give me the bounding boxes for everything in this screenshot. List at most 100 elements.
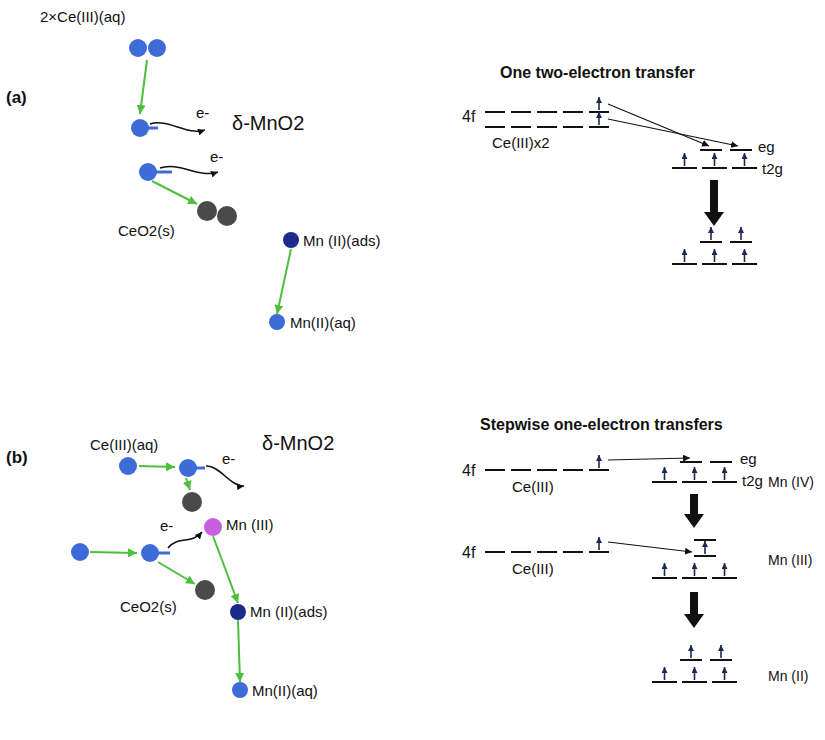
energy-level xyxy=(730,149,752,151)
pathway-arrow xyxy=(152,181,197,204)
ion-marker xyxy=(230,604,246,620)
annotation-label: (b) xyxy=(6,448,28,468)
energy-level xyxy=(511,551,531,553)
species-label: CeO2(s) xyxy=(120,598,177,615)
pathway-arrow xyxy=(213,536,238,603)
energy-level xyxy=(511,126,531,128)
ion-marker xyxy=(217,206,237,226)
energy-level xyxy=(700,149,722,151)
electron-spin xyxy=(724,667,726,680)
ion-marker xyxy=(139,163,157,181)
electron-spin xyxy=(724,467,726,480)
electron-spin xyxy=(724,563,726,576)
annotation-label: 4f xyxy=(462,462,475,480)
ion-marker xyxy=(204,518,222,536)
electron-transfer-arrow xyxy=(160,166,218,173)
energy-level xyxy=(589,551,609,553)
annotation-label: Mn (III) xyxy=(768,552,812,568)
energy-level xyxy=(702,167,727,169)
electron-transfer-arrow xyxy=(168,532,202,548)
energy-level xyxy=(732,167,757,169)
electron-spin xyxy=(598,537,600,550)
energy-level xyxy=(712,577,737,579)
ion-marker xyxy=(148,39,166,57)
energy-level xyxy=(694,555,716,557)
electron-spin xyxy=(664,563,666,576)
energy-level xyxy=(700,241,722,243)
species-marker: 2×Ce(III)(aq) xyxy=(40,8,166,57)
species-label: CeO2(s) xyxy=(118,222,175,239)
mineral-particle: δ-MnO2 xyxy=(152,4,388,242)
energy-level xyxy=(652,481,677,483)
ion-marker xyxy=(179,459,197,477)
annotation-label: One two-electron transfer xyxy=(500,64,695,82)
process-arrow xyxy=(684,494,704,528)
annotation-label: eg xyxy=(740,450,757,467)
energy-level xyxy=(712,481,737,483)
energy-level xyxy=(589,126,609,128)
electron-spin xyxy=(664,467,666,480)
electron-spin xyxy=(694,467,696,480)
electron-transfer-arrow xyxy=(608,542,692,552)
annotation-label: e- xyxy=(222,450,235,467)
process-arrow xyxy=(684,592,704,628)
energy-level xyxy=(682,681,707,683)
ion-marker xyxy=(283,232,299,248)
electron-transfer-arrow xyxy=(608,458,690,460)
electron-spin xyxy=(684,249,686,262)
energy-level xyxy=(485,469,505,471)
electron-spin xyxy=(714,153,716,166)
energy-level xyxy=(563,126,583,128)
electron-spin xyxy=(710,227,712,240)
annotation-label: Ce(III) xyxy=(512,560,554,577)
particle-outline xyxy=(169,377,388,630)
energy-level xyxy=(730,241,752,243)
energy-level xyxy=(652,577,677,579)
species-marker: Mn(II)(aq) xyxy=(232,682,320,699)
annotation-label: e- xyxy=(210,148,223,165)
ion-marker xyxy=(269,314,285,330)
electron-spin xyxy=(598,112,600,125)
energy-level xyxy=(563,551,583,553)
annotation-label: e- xyxy=(160,517,173,534)
species-label: Ce(III)(aq) xyxy=(90,436,158,453)
annotation-label: t2g xyxy=(742,472,763,489)
energy-level xyxy=(563,469,583,471)
energy-level xyxy=(710,659,732,661)
energy-level xyxy=(652,681,677,683)
energy-level xyxy=(537,469,557,471)
electron-spin xyxy=(664,667,666,680)
species-label: Mn (III) xyxy=(226,516,274,533)
ion-marker xyxy=(182,492,202,512)
annotation-label: eg xyxy=(758,138,775,155)
species-marker: Ce(III)(aq) xyxy=(90,436,160,475)
ion-marker xyxy=(141,544,159,562)
pathway-arrow xyxy=(90,552,137,553)
ion-marker xyxy=(119,457,137,475)
species-marker: Mn (II)(ads) xyxy=(283,232,383,249)
electron-spin xyxy=(694,667,696,680)
annotation-label: Mn (II) xyxy=(768,668,808,684)
ion-marker xyxy=(131,119,149,137)
species-label: Mn(II)(aq) xyxy=(252,682,318,699)
energy-level xyxy=(680,461,702,463)
energy-level xyxy=(694,539,716,541)
electron-transfer-arrow xyxy=(608,119,738,146)
energy-level xyxy=(485,111,505,113)
annotation-label: 4f xyxy=(462,544,475,562)
ion-marker xyxy=(232,682,248,698)
electron-spin xyxy=(684,153,686,166)
process-arrow xyxy=(704,180,724,226)
pathway-arrow xyxy=(158,562,195,584)
pathway-arrow xyxy=(139,466,175,467)
annotation-label: t2g xyxy=(762,160,783,177)
energy-level xyxy=(485,126,505,128)
energy-level xyxy=(682,577,707,579)
species-marker: Mn(II)(aq) xyxy=(269,314,358,331)
ion-marker xyxy=(195,580,215,600)
energy-level xyxy=(732,263,757,265)
energy-level xyxy=(511,469,531,471)
